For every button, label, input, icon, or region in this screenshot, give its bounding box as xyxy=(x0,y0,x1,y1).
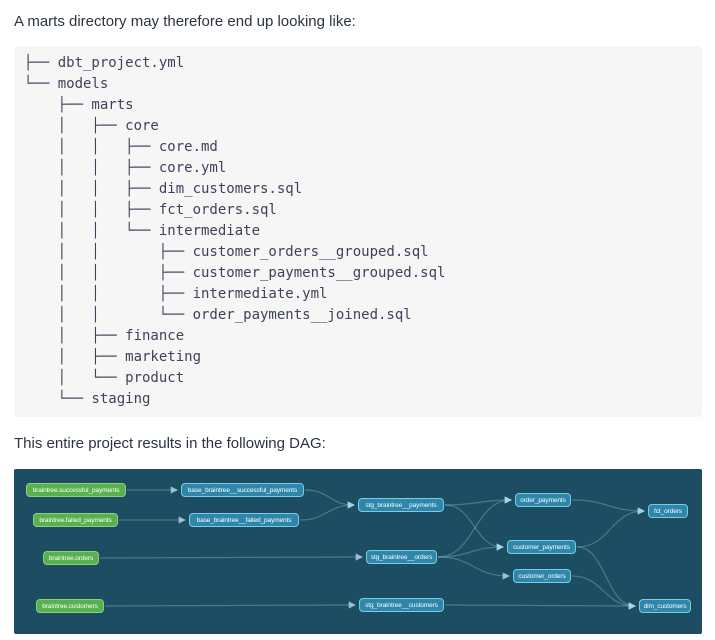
dag-node-base_braintree__failed_payments: base_braintree__failed_payments xyxy=(189,513,299,527)
dag-node-base_braintree__successful_payments: base_braintree__successful_payments xyxy=(181,483,304,497)
dag-edge-stg_braintree__orders-to-customer_orders xyxy=(437,556,510,580)
dag-node-braintree_failed_payments: braintree.failed_payments xyxy=(33,513,118,527)
dag-edge-base_braintree__failed_payments-to-stg_braintree__payments xyxy=(299,501,355,521)
dag-edge-braintree_customers-to-stg_braintree__customers xyxy=(104,601,356,609)
dag-node-order_payments: order_payments xyxy=(515,493,571,507)
dag-edge-customer_payments-to-fct_orders xyxy=(576,507,645,548)
dag-edge-stg_braintree__payments-to-order_payments xyxy=(444,496,512,506)
dag-node-customer_payments: customer_payments xyxy=(507,540,576,554)
dag-edge-order_payments-to-fct_orders xyxy=(571,499,645,515)
dag-edge-customer_orders-to-dim_customers xyxy=(571,575,636,610)
dag-node-stg_braintree__orders: stg_braintree__orders xyxy=(366,550,437,564)
dag-intro-text: This entire project results in the follo… xyxy=(14,435,326,452)
directory-tree-code-block: ├── dbt_project.yml └── models ├── marts… xyxy=(14,46,702,417)
dag-node-fct_orders: fct_orders xyxy=(648,504,688,518)
tree-intro-text: A marts directory may therefore end up l… xyxy=(14,13,356,30)
dag-node-stg_braintree__payments: stg_braintree__payments xyxy=(358,498,444,512)
dag-edge-stg_braintree__payments-to-customer_payments xyxy=(444,504,504,551)
dag-node-customer_orders: customer_orders xyxy=(513,569,571,583)
dag-edge-base_braintree__successful_payments-to-stg_braintree__payments xyxy=(304,489,355,509)
dag-image[interactable]: braintree.successful_payments base_braint… xyxy=(14,469,702,634)
dag-node-braintree_orders: braintree.orders xyxy=(43,551,99,565)
dag-edge-stg_braintree__orders-to-order_payments xyxy=(437,496,512,558)
dag-edge-customer_payments-to-dim_customers xyxy=(576,546,636,610)
dag-node-braintree_customers: braintree.customers xyxy=(36,599,104,613)
dag-node-braintree_successful_payments: braintree.successful_payments xyxy=(26,483,126,497)
dag-node-stg_braintree__customers: stg_braintree__customers xyxy=(359,598,444,612)
dag-node-dim_customers: dim_customers xyxy=(639,599,691,613)
dag-edge-stg_braintree__customers-to-dim_customers xyxy=(444,602,636,610)
dag-edge-stg_braintree__orders-to-customer_payments xyxy=(437,543,504,558)
dag-edges xyxy=(99,486,645,610)
dag-edge-braintree_orders-to-stg_braintree__orders xyxy=(99,553,363,561)
